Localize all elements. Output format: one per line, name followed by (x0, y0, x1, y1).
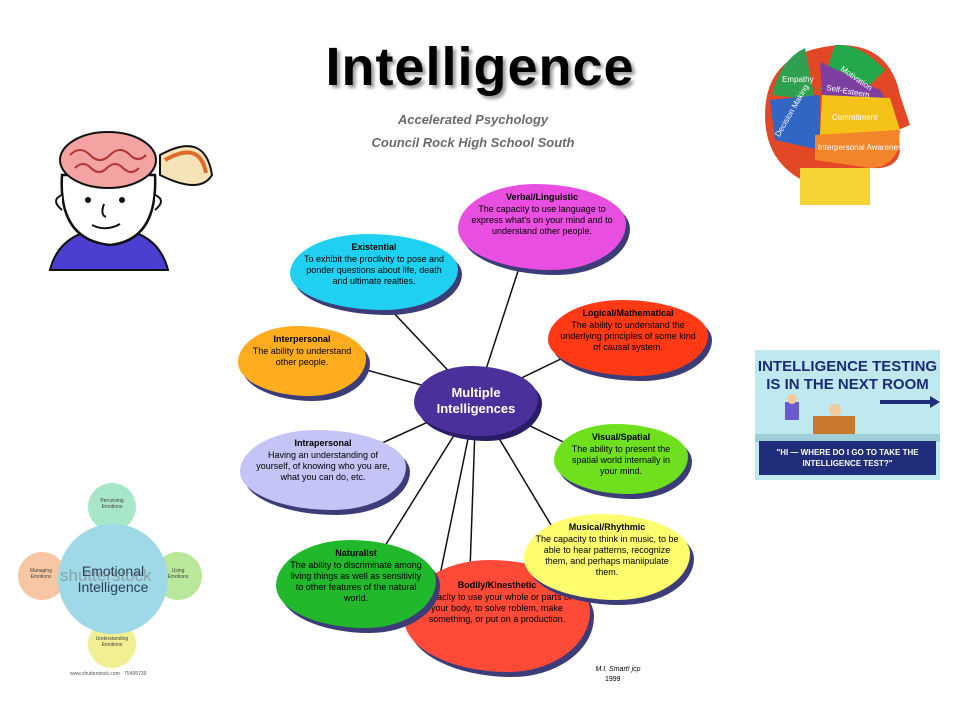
node-heading: Existential (351, 242, 397, 252)
credit-author: M.I. Smart! jcp (595, 666, 641, 673)
ei-using: Using Emotions (167, 568, 189, 580)
node-naturalist: Naturalist The ability to discriminate a… (276, 540, 436, 628)
node-interpersonal: Interpersonal The ability to understand … (238, 326, 366, 396)
open-brain-cartoon (48, 131, 214, 271)
ei-managing: Managing Emotions (30, 568, 52, 580)
node-visual-spatial: Visual/Spatial The ability to present th… (554, 424, 688, 494)
subtitle-course: Accelerated Psychology (397, 112, 549, 127)
watermark: shutterstock (60, 566, 152, 585)
label-commitment: Commitment (832, 113, 878, 122)
slide-title: Intelligence (325, 37, 635, 97)
node-existential: Existential To exhibit the proclivity to… (290, 234, 458, 310)
node-heading: Musical/Rhythmic (568, 522, 646, 532)
cartoon-headline-1: INTELLIGENCE TESTING (757, 358, 938, 375)
ei-center-line2: Intelligence (77, 579, 149, 595)
subtitle-school: Council Rock High School South (371, 135, 575, 150)
node-intrapersonal: Intrapersonal Having an understanding of… (240, 430, 406, 510)
cartoon-caption: "HI — WHERE DO I GO TO TAKE THE INTELLIG… (759, 441, 936, 475)
center-multiple-intelligences: Multiple Intelligences (414, 366, 538, 436)
node-body: To exhibit the proclivity to pose and po… (303, 254, 445, 286)
node-heading: Verbal/Linguistic (505, 192, 579, 202)
label-interpersonal-awareness: Interpersonal Awareness (818, 143, 906, 152)
node-verbal-linguistic: Verbal/Linguistic The capacity to use la… (458, 184, 626, 270)
node-body: The ability to understand other people. (252, 346, 352, 367)
ei-center-line1: Emotional (81, 563, 145, 579)
node-heading: Logical/Mathematical (582, 308, 674, 318)
node-logical-mathematical: Logical/Mathematical The ability to unde… (548, 300, 708, 376)
node-body: The ability to understand the underlying… (560, 320, 696, 352)
node-heading: Bodily/Kinesthetic (457, 580, 537, 590)
node-heading: Interpersonal (273, 334, 331, 344)
emotional-head-graphic: Empathy Motivation Self-Esteem Decision … (765, 44, 910, 205)
node-heading: Intrapersonal (294, 438, 352, 448)
node-heading: Visual/Spatial (591, 432, 651, 442)
label-empathy: Empathy (782, 75, 814, 84)
ei-center: Emotional Intelligence (58, 524, 168, 634)
cartoon-headline-2: IS IN THE NEXT ROOM (766, 376, 929, 393)
node-body: Having an understanding of yourself, of … (256, 450, 390, 482)
node-body: The ability to present the spatial world… (571, 444, 671, 476)
cartoon-scene (755, 394, 940, 442)
credit-year: 1999 (605, 676, 621, 683)
node-heading: Naturalist (335, 548, 377, 558)
node-musical-rhythmic: Musical/Rhythmic The capacity to think i… (524, 514, 690, 600)
ei-understanding: Understanding Emotions (95, 636, 129, 648)
node-body: The capacity to use language to express … (471, 204, 613, 236)
ei-perceiving: Perceiving Emotions (100, 498, 124, 510)
image-url: www.shutterstock.com · 75495739 (70, 671, 147, 677)
node-body: capacity to use your whole or parts of y… (422, 592, 572, 624)
node-body: The ability to discriminate among living… (290, 560, 422, 603)
node-body: The capacity to think in music, to be ab… (535, 534, 679, 577)
intelligence-testing-cartoon: INTELLIGENCE TESTING IS IN THE NEXT ROOM… (755, 350, 940, 480)
